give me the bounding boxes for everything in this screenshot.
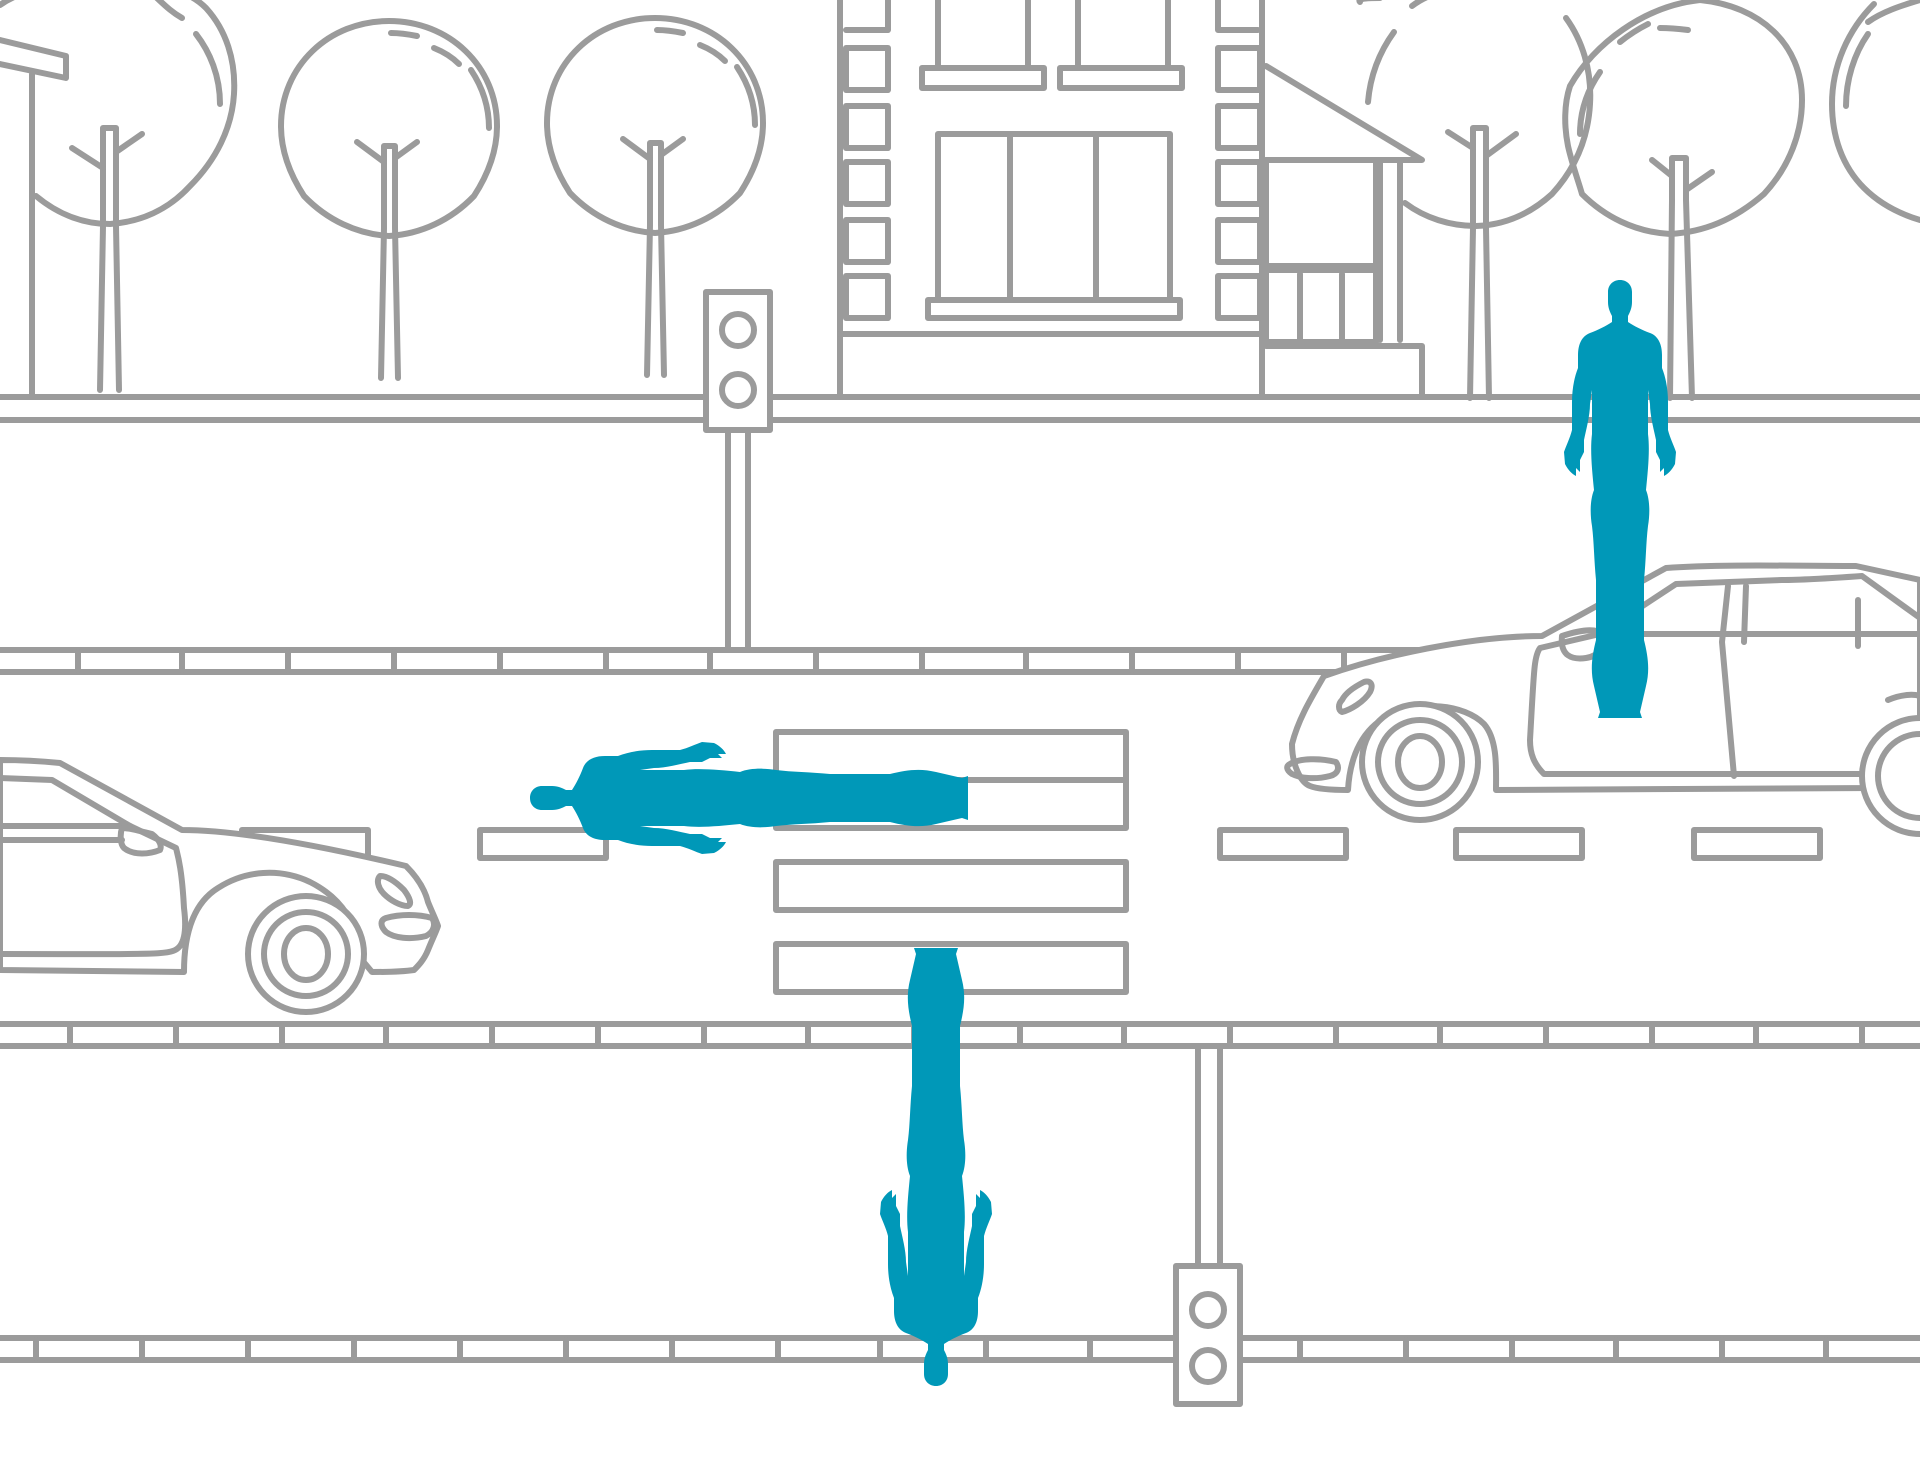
- trees-row: [0, 0, 1920, 401]
- left-post-sign: [0, 37, 69, 399]
- building-center: [837, 0, 1265, 400]
- lower-sidewalk-curb: [0, 1335, 1920, 1363]
- traffic-light-bottom: [1173, 1045, 1243, 1407]
- tree-right-edge: [1829, 0, 1920, 223]
- pedestrian-upside-down: [880, 948, 992, 1386]
- tree-left-edge: [0, 0, 238, 393]
- pedestrian-lying-horizontal: [530, 742, 968, 854]
- tree-right-of-building: [1356, 0, 1594, 401]
- tree-right: [1562, 0, 1805, 401]
- lane-dashes: [239, 827, 1823, 861]
- house-right: [1263, 63, 1425, 399]
- traffic-light-top: [703, 289, 773, 653]
- car-left: [0, 757, 441, 1015]
